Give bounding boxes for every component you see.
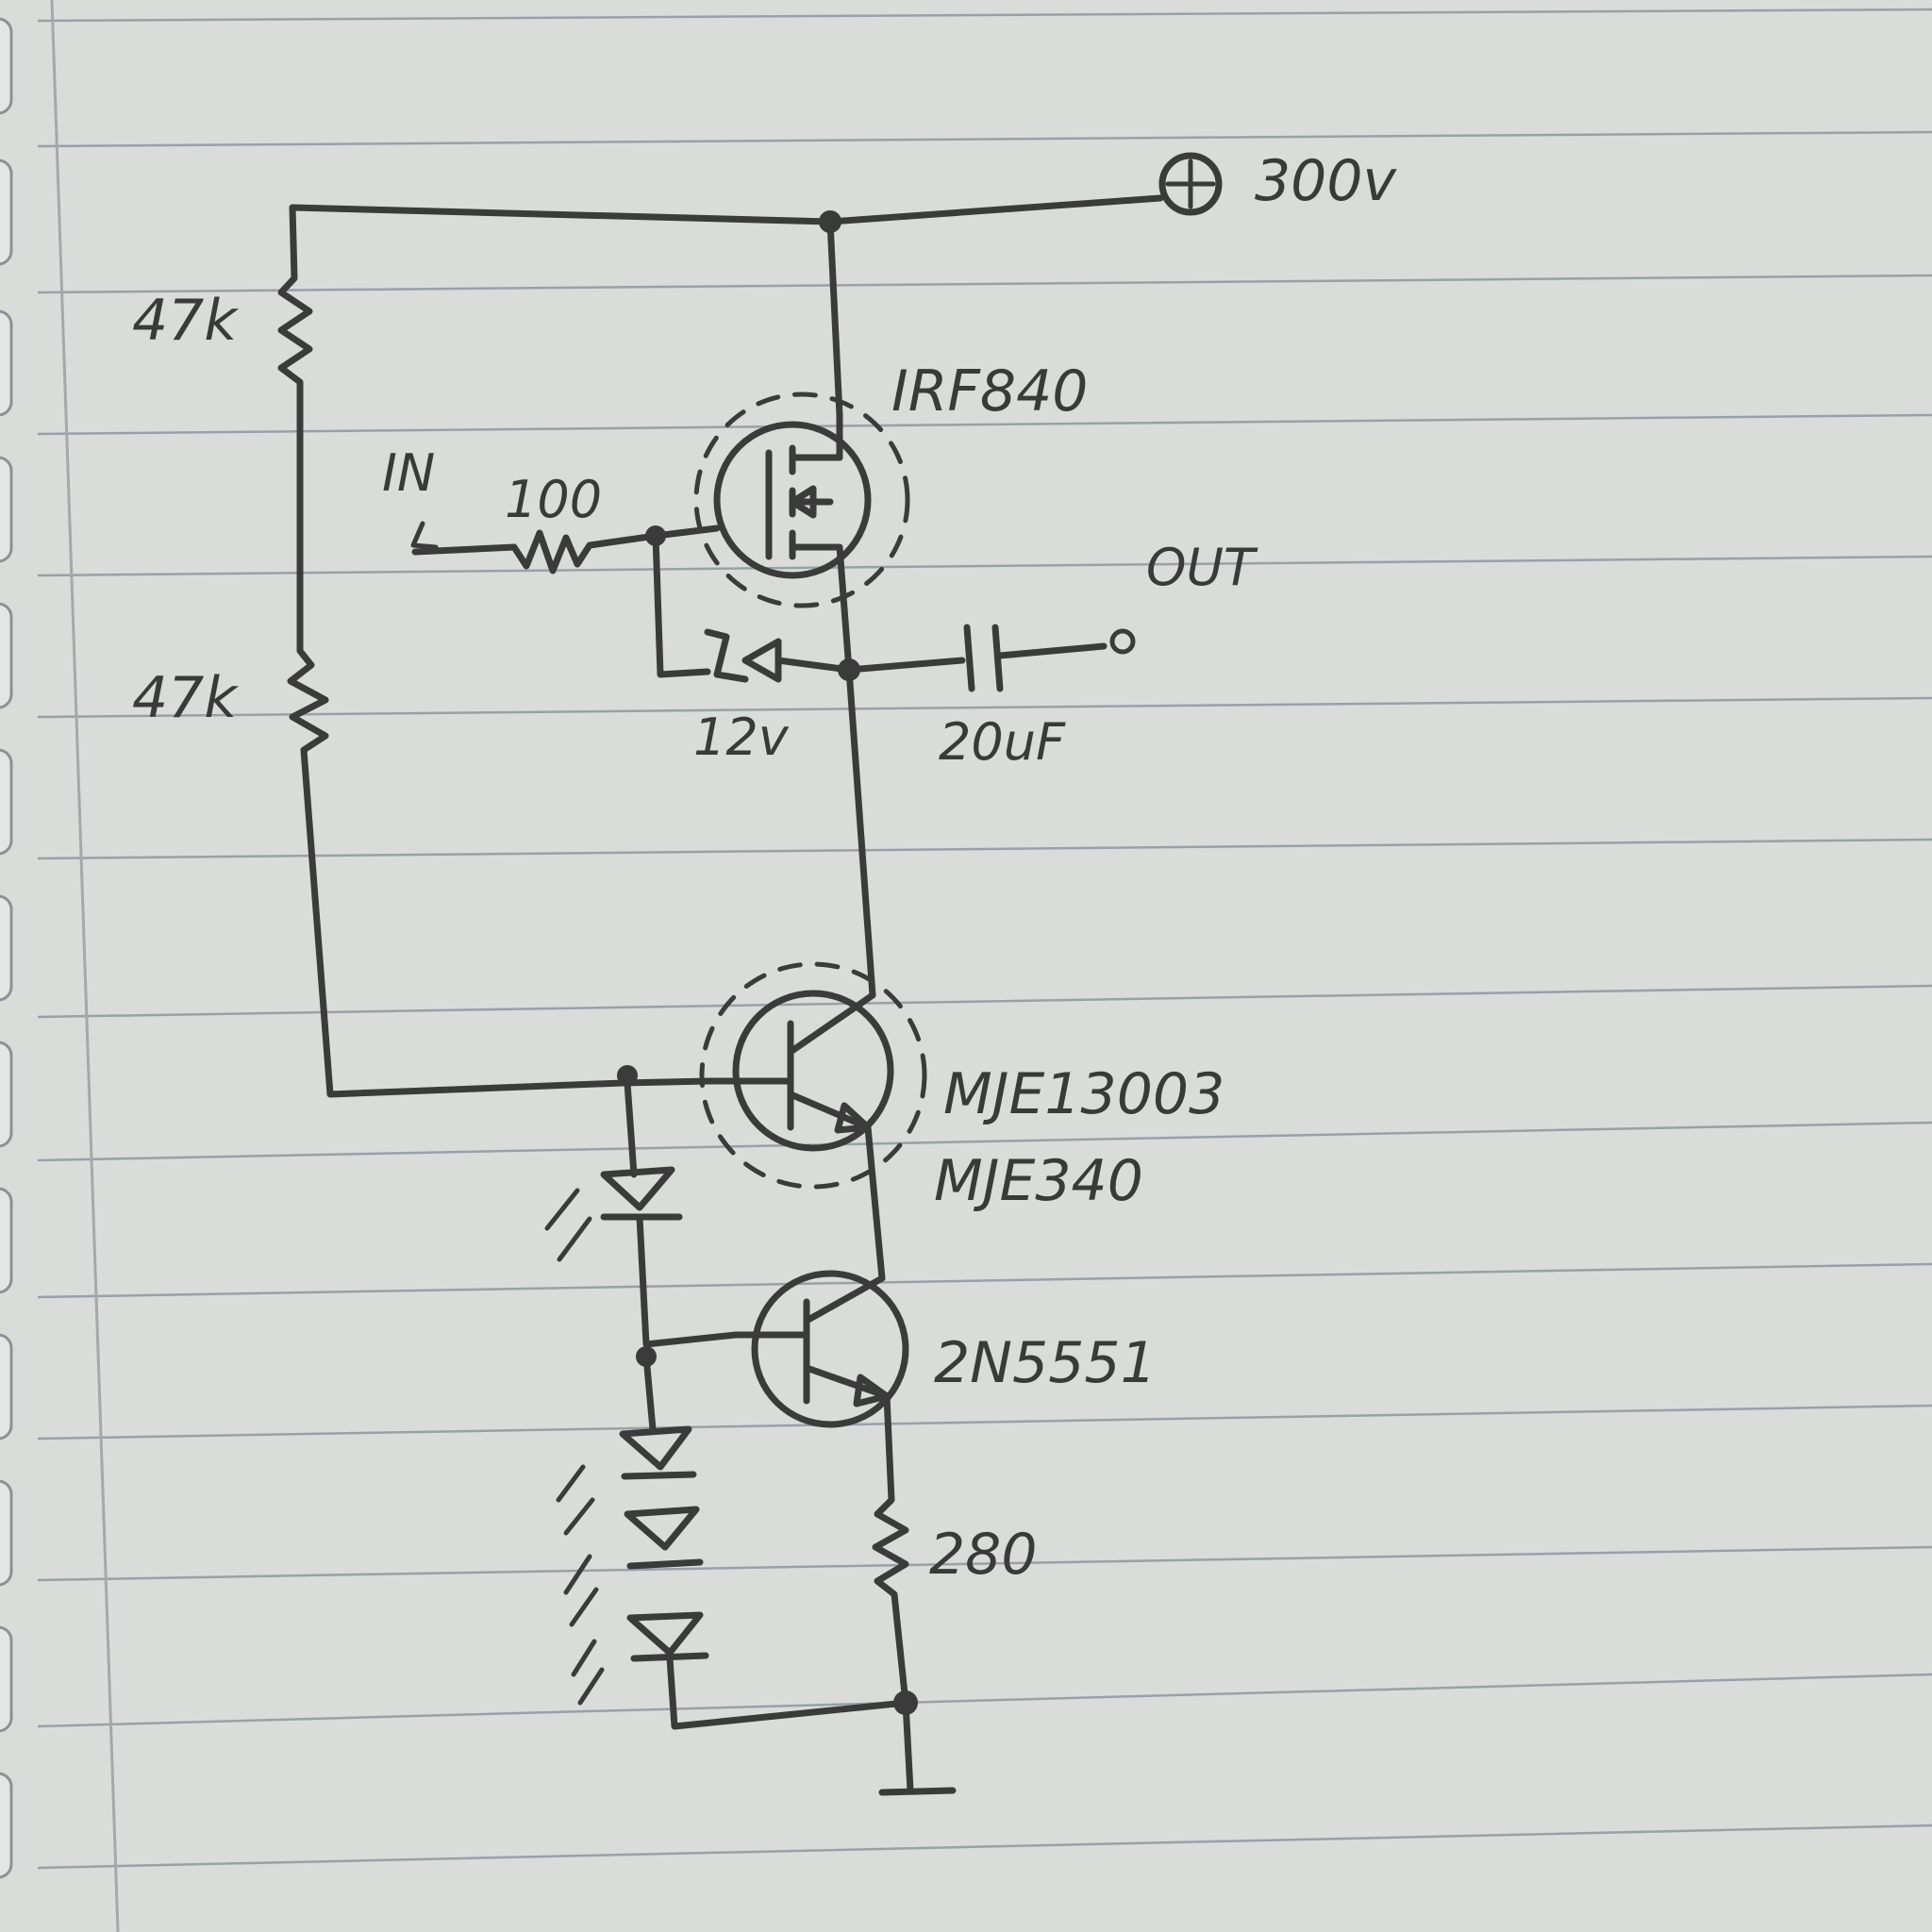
arrow-input-icon <box>410 521 439 550</box>
capacitor-out-wire <box>996 642 1108 659</box>
led-string-wire-bottom <box>666 1655 909 1730</box>
r-bottom-label: 47k <box>132 665 239 731</box>
emitter-resistor-wire <box>872 1392 909 1707</box>
transistor-mje13003-symbol <box>699 961 927 1190</box>
transistor-2n5551-symbol <box>732 1270 909 1428</box>
gate-resistor-label: 100 <box>505 470 602 529</box>
led-4 <box>626 1611 709 1662</box>
input-label: IN <box>382 443 435 503</box>
mosfet-source-wire <box>836 543 853 674</box>
capacitor-label: 20uF <box>939 712 1066 772</box>
hv-transistor-label-2: MJE340 <box>934 1148 1143 1214</box>
zener-label: 12v <box>693 708 790 767</box>
notebook-rules <box>37 0 1932 1932</box>
plus-circle-icon <box>1158 152 1223 216</box>
ground-icon <box>878 1699 957 1796</box>
led-string-wire-top <box>624 1079 638 1178</box>
led-2-light-icon <box>556 1464 595 1536</box>
r-top-label: 47k <box>132 288 239 354</box>
mosfet-drain-wire <box>826 218 843 419</box>
supply-rail-wire <box>289 194 1164 225</box>
base-junction-dot <box>617 1065 638 1086</box>
source-to-collector-wire <box>845 666 876 999</box>
supply-label: 300v <box>1255 148 1398 214</box>
mosfet-label: IRF840 <box>891 358 1088 425</box>
hv-emitter-wire <box>864 1124 886 1282</box>
led-4-light-icon <box>571 1639 605 1706</box>
led-3 <box>624 1506 704 1570</box>
output-label: OUT <box>1146 538 1258 597</box>
led-string-wire-lower <box>642 1353 657 1433</box>
capacitor-20uf <box>963 624 1004 692</box>
emitter-resistor-label: 280 <box>929 1522 1038 1588</box>
binder-holes <box>0 17 13 1879</box>
small-transistor-label: 2N5551 <box>934 1330 1157 1396</box>
led-3-light-icon <box>563 1554 599 1627</box>
mosfet-irf840-symbol <box>693 391 910 608</box>
zener-wire <box>652 532 711 678</box>
gate-input-wire <box>411 525 721 575</box>
led-string-wire-mid <box>636 1213 740 1348</box>
output-terminal-icon <box>1109 628 1136 655</box>
divider-left-wire <box>277 204 713 1098</box>
led-2 <box>619 1425 697 1480</box>
zener-diode-12v <box>704 628 853 683</box>
led-1-light-icon <box>544 1188 592 1262</box>
hv-transistor-label-1: MJE13003 <box>943 1061 1224 1127</box>
output-wire <box>845 657 966 674</box>
led-1 <box>600 1166 683 1221</box>
